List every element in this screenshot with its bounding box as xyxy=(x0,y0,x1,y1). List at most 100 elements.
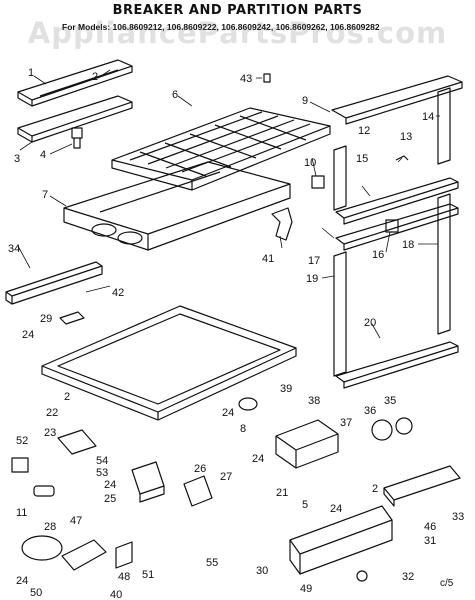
leader-lines xyxy=(17,69,440,339)
part-side-strip-18 xyxy=(437,193,451,335)
part-connector-51 xyxy=(115,541,133,569)
callout-2c: 2 xyxy=(372,483,378,495)
callout-21: 21 xyxy=(276,487,288,499)
callout-20: 20 xyxy=(364,317,376,329)
callout-24c: 24 xyxy=(16,575,28,587)
part-cover-48 xyxy=(61,539,107,571)
callout-41: 41 xyxy=(262,253,274,265)
callout-43: 43 xyxy=(240,73,252,85)
part-grille xyxy=(111,107,331,191)
part-cover-47 xyxy=(21,535,63,561)
callout-42: 42 xyxy=(112,287,124,299)
diagram-title: BREAKER AND PARTITION PARTS xyxy=(112,3,363,18)
callout-55: 55 xyxy=(206,557,218,569)
callout-25: 25 xyxy=(104,493,116,505)
callout-36: 36 xyxy=(364,405,376,417)
part-bracket-25 xyxy=(131,461,165,503)
callout-37: 37 xyxy=(340,417,352,429)
part-hinge-10 xyxy=(311,175,325,189)
callout-26: 26 xyxy=(194,463,206,475)
callout-50: 50 xyxy=(30,587,42,599)
part-side-strip-12 xyxy=(333,145,347,211)
callout-11: 11 xyxy=(16,507,27,519)
callout-28: 28 xyxy=(44,521,56,533)
callout-48: 48 xyxy=(118,571,130,583)
callout-3: 3 xyxy=(14,153,20,165)
part-control-panel-30 xyxy=(289,505,393,575)
callout-4: 4 xyxy=(40,149,46,161)
part-control-housing-37 xyxy=(275,419,339,469)
callout-7: 7 xyxy=(42,189,48,201)
callout-13: 13 xyxy=(400,131,412,143)
callout-39: 39 xyxy=(280,383,292,395)
part-screw-13 xyxy=(395,155,409,161)
callout-19: 19 xyxy=(306,273,318,285)
callout-31: 31 xyxy=(424,535,436,547)
part-trim-33 xyxy=(383,465,461,507)
model-numbers: For Models: 106.8609212, 106.8609222, 10… xyxy=(62,22,380,32)
part-switch-23 xyxy=(57,429,97,455)
callout-24a: 24 xyxy=(22,329,34,341)
callout-32: 32 xyxy=(402,571,414,583)
callout-6: 6 xyxy=(172,89,178,101)
part-bracket-41 xyxy=(271,207,293,241)
part-partition-panel xyxy=(41,305,297,421)
part-bottom-rail-20 xyxy=(335,341,459,389)
part-knob-39 xyxy=(238,397,258,411)
part-plug-28 xyxy=(33,485,55,497)
part-rail-15 xyxy=(335,177,459,225)
part-side-strip-19 xyxy=(333,251,347,377)
part-knob-32 xyxy=(356,570,368,582)
callout-51: 51 xyxy=(142,569,154,581)
callout-52: 52 xyxy=(16,435,28,447)
callout-1: 1 xyxy=(28,67,34,79)
callout-30: 30 xyxy=(256,565,268,577)
part-screw-4 xyxy=(71,127,83,149)
callout-23: 23 xyxy=(44,427,56,439)
part-breaker-strip-upper xyxy=(17,59,133,107)
part-side-rail xyxy=(5,261,103,305)
part-light-bulb-36 xyxy=(371,417,413,441)
callout-54: 54 xyxy=(96,455,108,467)
callout-53: 53 xyxy=(96,467,108,479)
callout-40: 40 xyxy=(110,589,122,600)
corner-code: c/5 xyxy=(440,578,454,589)
callout-49: 49 xyxy=(300,583,312,595)
callout-24d: 24 xyxy=(222,407,234,419)
callout-22: 22 xyxy=(46,407,58,419)
callout-2: 2 xyxy=(92,71,98,83)
part-screw-43 xyxy=(263,73,271,83)
callout-24e: 24 xyxy=(252,453,264,465)
callout-10: 10 xyxy=(304,157,316,169)
callout-33: 33 xyxy=(452,511,464,523)
callout-38: 38 xyxy=(308,395,320,407)
callout-27: 27 xyxy=(220,471,232,483)
callout-46: 46 xyxy=(424,521,436,533)
callout-14: 14 xyxy=(422,111,434,123)
part-side-strip-14 xyxy=(437,87,451,165)
callout-2b: 2 xyxy=(64,391,70,403)
callout-24b: 24 xyxy=(104,479,116,491)
part-switch-26 xyxy=(183,475,213,507)
callout-8: 8 xyxy=(240,423,246,435)
callout-16: 16 xyxy=(372,249,384,261)
part-clip-29 xyxy=(59,311,85,325)
callout-29: 29 xyxy=(40,313,52,325)
part-switch-52 xyxy=(11,457,29,473)
callout-24f: 24 xyxy=(330,503,342,515)
callout-17: 17 xyxy=(308,255,320,267)
callout-35: 35 xyxy=(384,395,396,407)
part-breaker-strip-lower xyxy=(17,95,133,143)
callout-34: 34 xyxy=(8,243,20,255)
callout-5: 5 xyxy=(302,499,308,511)
callout-12: 12 xyxy=(358,125,370,137)
callout-18: 18 xyxy=(402,239,414,251)
part-top-trim-9 xyxy=(331,75,463,125)
callout-labels: 1 2 3 4 6 7 9 10 12 13 14 15 16 17 18 19… xyxy=(8,67,464,600)
part-hinge-16 xyxy=(385,219,399,233)
callout-9: 9 xyxy=(302,95,308,107)
part-rail-17 xyxy=(335,203,459,251)
callout-15: 15 xyxy=(356,153,368,165)
